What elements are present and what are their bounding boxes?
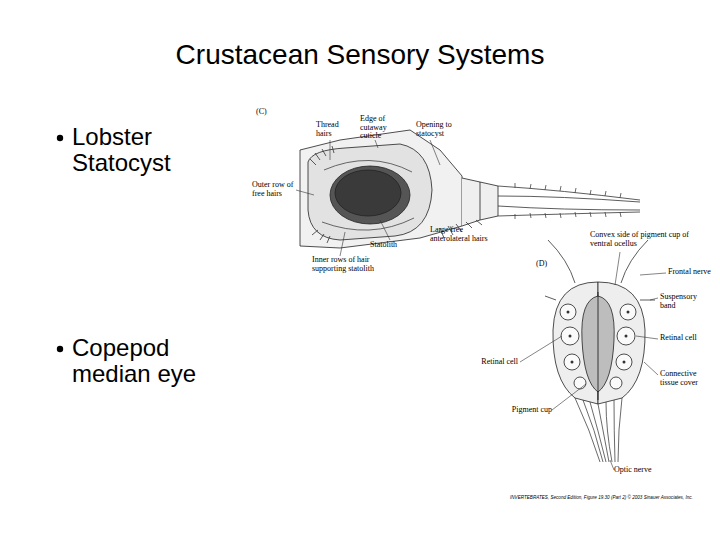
part-label: Suspensory band: [660, 293, 700, 310]
part-label: Retinal cell: [660, 334, 716, 343]
part-label: Edge of cutaway cuticle: [360, 115, 400, 141]
median-eye-drawing: [545, 240, 655, 462]
part-label: Connective tissue cover: [660, 370, 710, 387]
slide-title: Crustacean Sensory Systems: [0, 38, 720, 72]
part-label: Large free anterolateral hairs: [430, 226, 500, 243]
copyright-note: INVERTEBRATES, Second Edition, Figure 19…: [510, 495, 693, 500]
leader-line: [296, 140, 452, 256]
part-label: Optic nerve: [614, 466, 674, 475]
figure-letter: (D): [536, 260, 556, 269]
part-label: Retinal cell: [470, 358, 518, 367]
part-label: Opening to statocyst: [416, 121, 464, 138]
part-label: Statolith: [370, 241, 410, 250]
part-label: Convex side of pigment cup of ventral oc…: [590, 231, 700, 248]
part-label: Outer row of free hairs: [252, 181, 296, 198]
bullet-dot: [57, 135, 63, 352]
part-label: Inner rows of hair supporting statolith: [312, 256, 392, 273]
bullet-text: Lobster Statocyst: [72, 124, 207, 176]
part-label: Frontal nerve: [668, 268, 720, 277]
part-label: Thread hairs: [316, 121, 346, 138]
part-label: Pigment cup: [500, 406, 552, 415]
leader-line: [520, 252, 666, 470]
figure-letter: (C): [256, 108, 276, 117]
statocyst-drawing: [300, 130, 640, 248]
bullet-text: Copepod median eye: [72, 335, 207, 387]
